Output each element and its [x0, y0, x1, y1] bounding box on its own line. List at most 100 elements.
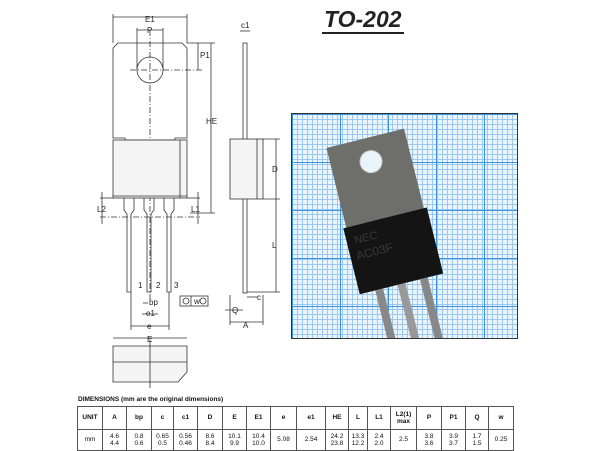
column-header: bp	[126, 406, 152, 430]
max-value: 3.8	[424, 432, 434, 440]
label-Q: Q	[232, 306, 238, 315]
column-header: E	[222, 406, 247, 430]
max-value: 2.5	[398, 436, 409, 444]
label-L1: L1	[191, 205, 200, 214]
max-value: 4.6	[109, 432, 120, 440]
max-value: 10.4	[252, 432, 265, 440]
side-body	[229, 138, 264, 200]
label-w: w	[193, 297, 200, 306]
component-photo: NEC AC03F	[291, 113, 518, 339]
column-header: L2(1) max	[390, 406, 417, 430]
value-cell: 5.08	[270, 429, 297, 451]
label-E: E	[147, 335, 152, 344]
package-title: TO-202	[322, 6, 404, 34]
max-value: 13.3	[351, 432, 365, 440]
column-header: UNIT	[77, 406, 103, 430]
label-HE: HE	[206, 117, 217, 126]
max-value: 0.56	[179, 432, 192, 440]
min-value: 0.5	[157, 440, 168, 447]
column-header: D	[197, 406, 223, 430]
max-value: 24.2	[330, 432, 344, 440]
label-bp: bp	[149, 298, 158, 307]
label-e: e	[147, 322, 152, 331]
label-L2: L2	[97, 205, 106, 214]
column-header: L	[348, 406, 368, 430]
label-L: L	[272, 241, 277, 250]
column-header: e	[270, 406, 297, 430]
column-header: w	[488, 406, 514, 430]
label-P: P	[147, 26, 152, 35]
max-value: 2.54	[304, 436, 318, 444]
max-value: 0.65	[156, 432, 169, 440]
min-value: 0.46	[179, 440, 192, 447]
max-value: 5.08	[277, 436, 290, 444]
min-value: 3.7	[448, 440, 459, 447]
label-c1: c1	[241, 21, 250, 30]
column-header: A	[102, 406, 127, 430]
column-header: e1	[296, 406, 326, 430]
column-header: HE	[325, 406, 349, 430]
leads	[123, 198, 175, 293]
transistor-photo: NEC AC03F	[326, 128, 447, 338]
value-cell: 2.54	[296, 429, 326, 451]
min-value: 12.2	[351, 440, 365, 447]
min-value: 8.4	[205, 440, 215, 447]
max-value: 8.6	[205, 432, 215, 440]
photo-marking-brand: NEC	[353, 229, 378, 246]
front-tab-outline	[112, 42, 188, 141]
min-value: 0.6	[134, 440, 144, 447]
label-D: D	[272, 165, 278, 174]
min-value: 9.9	[229, 440, 240, 447]
max-value: 0.25	[494, 436, 508, 444]
value-cell: 2.5	[390, 429, 417, 451]
max-value: 10.1	[228, 432, 241, 440]
column-header: E1	[246, 406, 271, 430]
label-pin-3: 3	[174, 281, 179, 290]
column-header: P	[416, 406, 442, 430]
label-P1: P1	[200, 51, 210, 60]
min-value: 1.5	[472, 440, 482, 447]
min-value: 3.6	[424, 440, 434, 447]
min-value: 10.0	[252, 440, 265, 447]
max-value: 1.7	[472, 432, 482, 440]
label-c: c	[257, 293, 261, 302]
label-A: A	[243, 321, 249, 330]
column-header: c1	[173, 406, 198, 430]
column-header: L1	[367, 406, 391, 430]
label-e1: e1	[146, 309, 155, 318]
column-header: c	[151, 406, 174, 430]
max-value: 0.8	[134, 432, 144, 440]
label-pin-2: 2	[156, 281, 161, 290]
label-pin-1: 1	[138, 281, 143, 290]
max-value: 2.4	[374, 432, 384, 440]
package-outline-drawing: E1 P P1 HE c1 D L L1 L2 1 2 3 bp e1 e w …	[97, 14, 280, 388]
tolerance-frame	[179, 295, 209, 307]
min-value: 2.0	[374, 440, 384, 447]
front-body	[112, 139, 188, 199]
dimensions-heading: DIMENSIONS (mm are the original dimensio…	[78, 396, 224, 403]
min-value: 23.8	[330, 440, 344, 447]
min-value: 4.4	[109, 440, 120, 447]
value-cell: 0.25	[488, 429, 514, 451]
unit-cell: mm	[77, 429, 103, 451]
column-header: Q	[465, 406, 489, 430]
column-header: P1	[441, 406, 466, 430]
max-value: 3.9	[448, 432, 459, 440]
label-E1: E1	[145, 15, 155, 24]
